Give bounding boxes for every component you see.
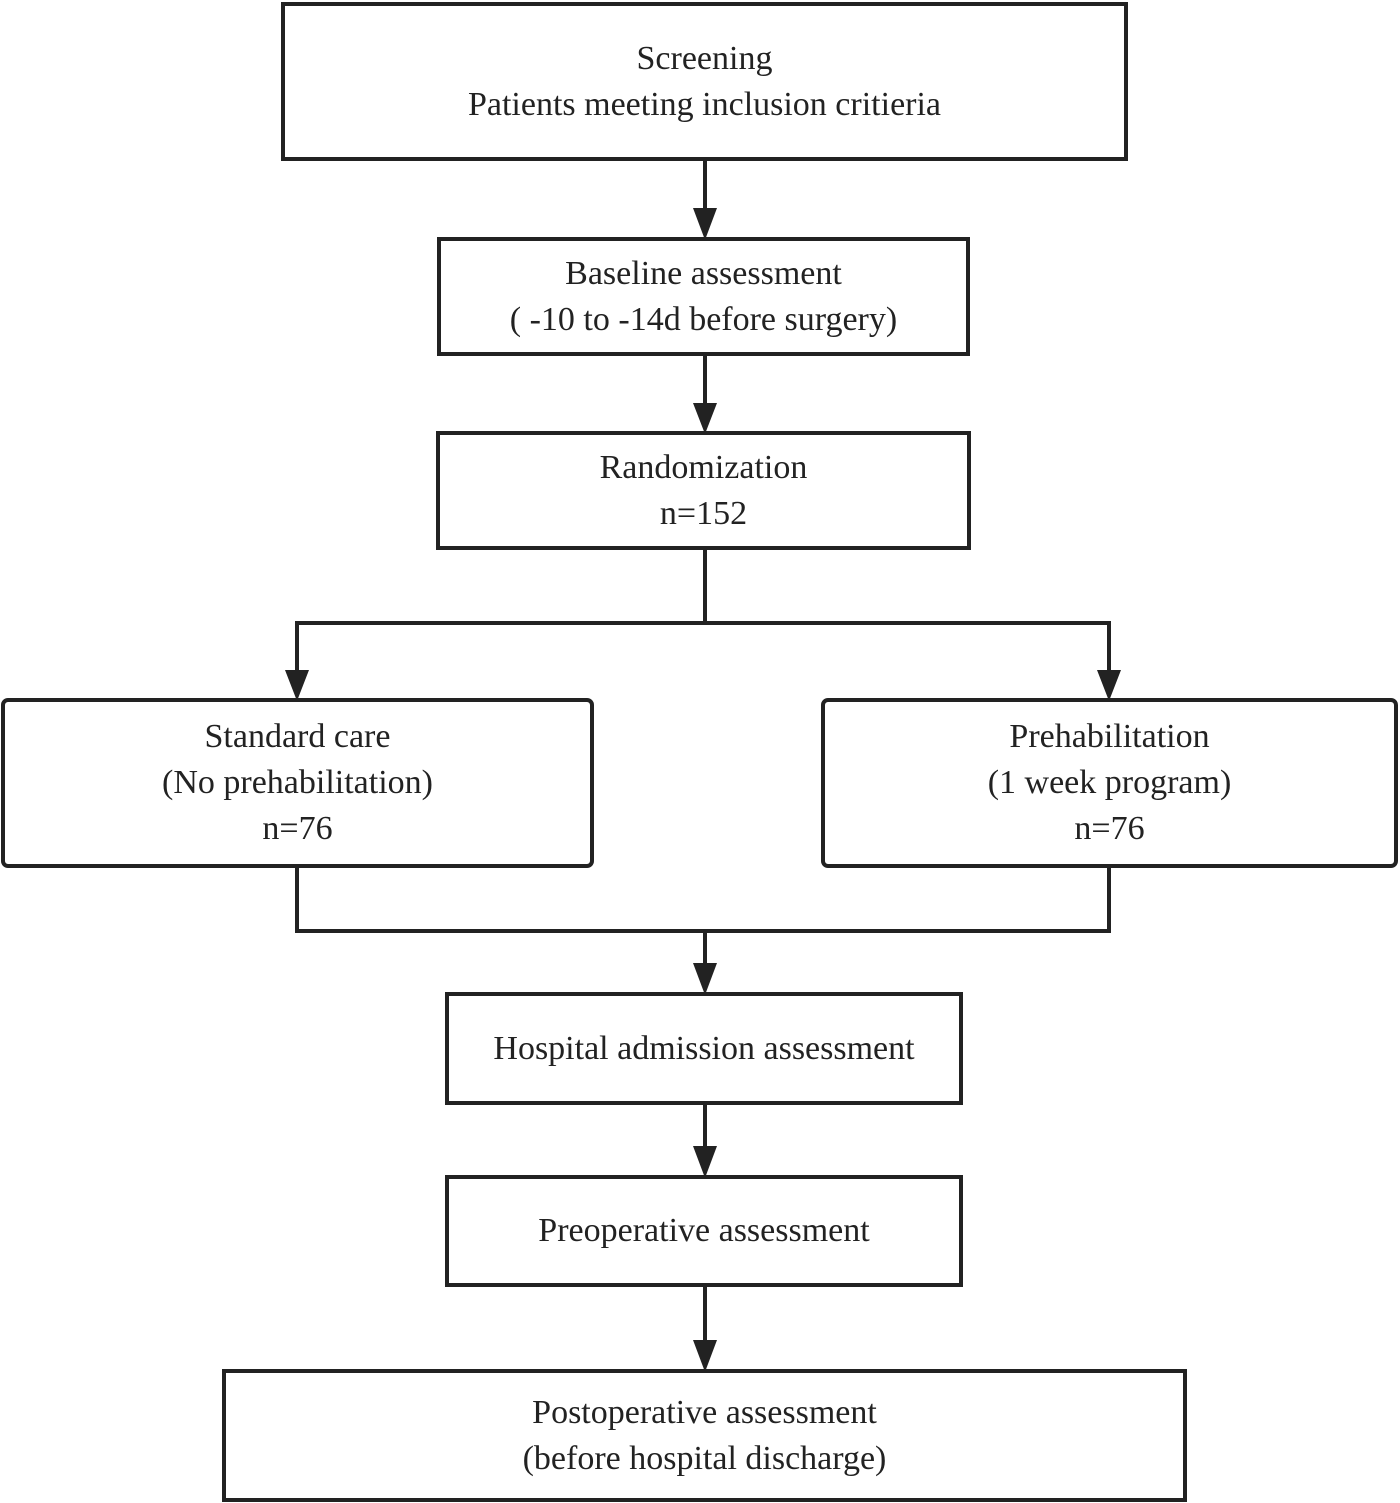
prehabilitation-title: Prehabilitation [1009,718,1210,755]
arrowhead-postoperative [693,1340,717,1372]
randomization-box: Randomization n=152 [436,431,971,550]
arrowhead-admission [693,963,717,995]
baseline-title: Baseline assessment [565,254,842,292]
baseline-assessment-box: Baseline assessment ( -10 to -14d before… [437,237,970,356]
arrowhead-baseline [693,208,717,240]
hospital-admission-title: Hospital admission assessment [493,1029,915,1067]
randomization-title: Randomization [599,448,808,486]
standard-care-title: Standard care [204,718,391,755]
postoperative-title: Postoperative assessment [532,1393,877,1431]
standard-care-count: n=76 [262,810,333,847]
prehabilitation-subtitle: (1 week program) [987,764,1232,801]
arrowhead-randomization [693,403,717,434]
preoperative-title: Preoperative assessment [538,1212,870,1249]
screening-box: Screening Patients meeting inclusion cri… [281,2,1128,161]
postoperative-box: Postoperative assessment (before hospita… [222,1369,1187,1502]
screening-subtitle: Patients meeting inclusion critieria [467,85,942,123]
baseline-subtitle: ( -10 to -14d before surgery) [509,300,898,338]
prehabilitation-box: Prehabilitation (1 week program) n=76 [821,698,1398,868]
screening-title: Screening [636,39,773,77]
postoperative-subtitle: (before hospital discharge) [522,1439,887,1477]
standard-care-box: Standard care (No prehabilitation) n=76 [1,698,594,868]
prehabilitation-count: n=76 [1074,810,1145,847]
randomization-count: n=152 [659,494,748,532]
hospital-admission-box: Hospital admission assessment [445,992,963,1105]
arrowhead-standard-care [285,670,309,701]
preoperative-box: Preoperative assessment [445,1175,963,1287]
standard-care-subtitle: (No prehabilitation) [162,764,433,801]
arrowhead-preoperative [693,1146,717,1178]
arrowhead-prehabilitation [1097,670,1121,701]
